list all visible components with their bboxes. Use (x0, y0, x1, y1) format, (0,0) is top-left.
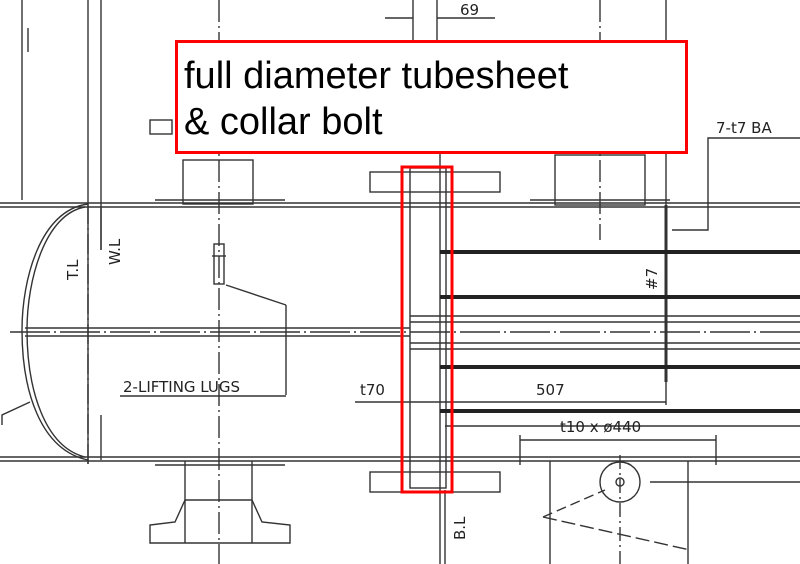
callout-line-1: full diameter tubesheet (184, 55, 569, 97)
tubesheet-highlight (400, 165, 454, 494)
baffle-number-label: #7 (643, 268, 661, 290)
plate-spec-label: t10 x ø440 (560, 418, 641, 436)
dim-507-label: 507 (536, 381, 565, 399)
weld-line-label: W.L (106, 238, 124, 265)
t70-label: t70 (360, 381, 385, 399)
dim-69-label: 69 (460, 1, 479, 19)
callout-line-2: & collar bolt (184, 101, 383, 143)
annotation-callout: full diameter tubesheet & collar bolt (175, 40, 688, 154)
lifting-lugs-label: 2-LIFTING LUGS (123, 378, 240, 396)
bolt-line-label: B.L (451, 516, 469, 540)
baffle-spec-label: 7-t7 BA (716, 119, 772, 137)
tangent-line-label: T.L (64, 259, 82, 281)
